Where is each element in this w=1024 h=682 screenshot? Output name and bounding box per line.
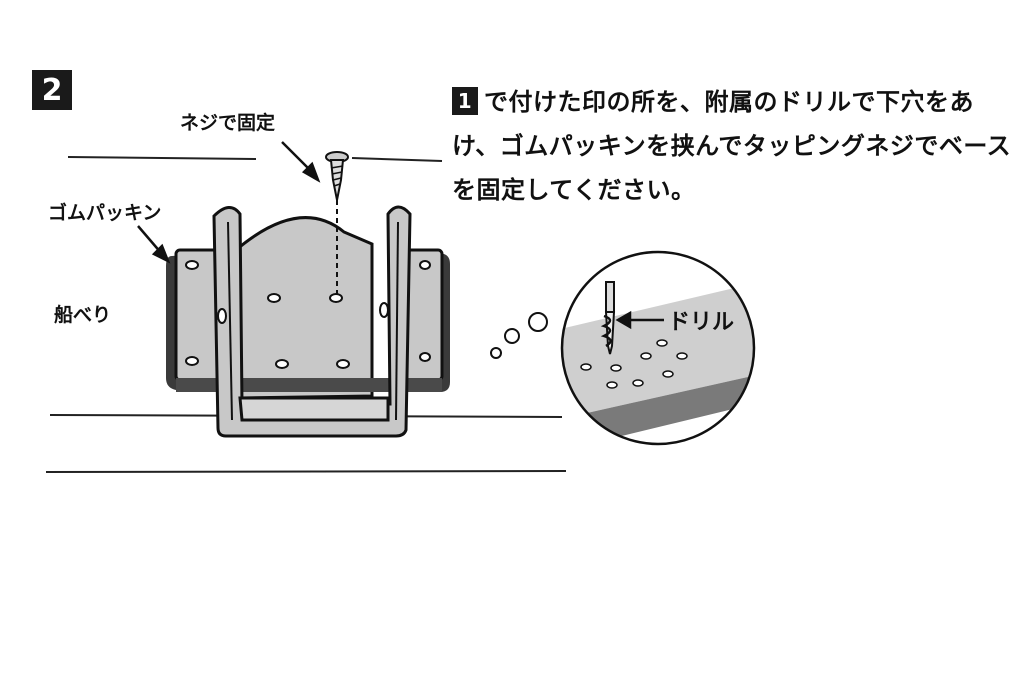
instruction-body: で付けた印の所を、附属のドリルで下穴をあけ、ゴムパッキンを挟んでタッピングネジで…: [452, 88, 1012, 204]
thought-bubbles: [490, 312, 548, 359]
mounting-holes: [185, 260, 431, 369]
label-gunwale: 船べり: [54, 304, 112, 326]
label-screw-fix: ネジで固定: [180, 112, 276, 134]
label-rubber-gasket: ゴムパッキン: [48, 202, 162, 224]
step-number-badge: 2: [32, 70, 72, 110]
arrow-icon: [137, 141, 321, 264]
arrow-icon: [615, 310, 664, 330]
reference-number-badge: 1: [452, 87, 478, 115]
side-rails: [212, 205, 412, 438]
drill-bit-icon: [600, 281, 616, 355]
label-drill: ドリル: [668, 310, 735, 335]
zoom-detail: [562, 252, 754, 444]
screw-icon: [325, 151, 349, 296]
